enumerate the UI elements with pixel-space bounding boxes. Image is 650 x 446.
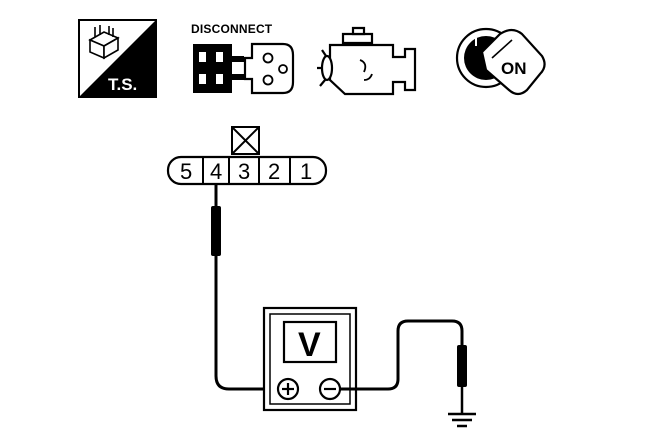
connector-outline	[166, 155, 328, 186]
positive-probe-lead	[211, 184, 283, 391]
terminal-3-label: 3	[238, 159, 250, 184]
disconnect-label: DISCONNECT	[191, 22, 273, 36]
terminal-1-label: 1	[300, 159, 312, 184]
negative-probe-tip	[457, 345, 467, 387]
engine-icon	[317, 26, 417, 96]
terminal-2-label: 2	[268, 159, 280, 184]
terminal-4-label: 4	[210, 159, 222, 184]
ignition-key-icon: ON	[455, 27, 546, 96]
test-signal-ts-icon: T.S.	[78, 19, 157, 98]
voltmeter-display	[282, 320, 338, 364]
unused-terminal-marker	[231, 126, 260, 155]
ts-label: T.S.	[108, 75, 137, 94]
ignition-on-label: ON	[501, 59, 527, 78]
positive-probe-tip	[211, 206, 221, 256]
positive-terminal	[276, 377, 300, 401]
voltmeter: V	[262, 306, 358, 412]
ground-symbol-icon	[448, 412, 476, 428]
voltmeter-unit-label: V	[298, 326, 321, 364]
harness-connector: 5 4 3 2 1	[166, 126, 328, 186]
terminal-5-label: 5	[180, 159, 192, 184]
negative-probe-lead	[340, 319, 467, 413]
harness-box-icon	[88, 25, 120, 60]
disconnect-connector-icon: DISCONNECT	[191, 22, 295, 95]
negative-terminal	[318, 377, 342, 401]
